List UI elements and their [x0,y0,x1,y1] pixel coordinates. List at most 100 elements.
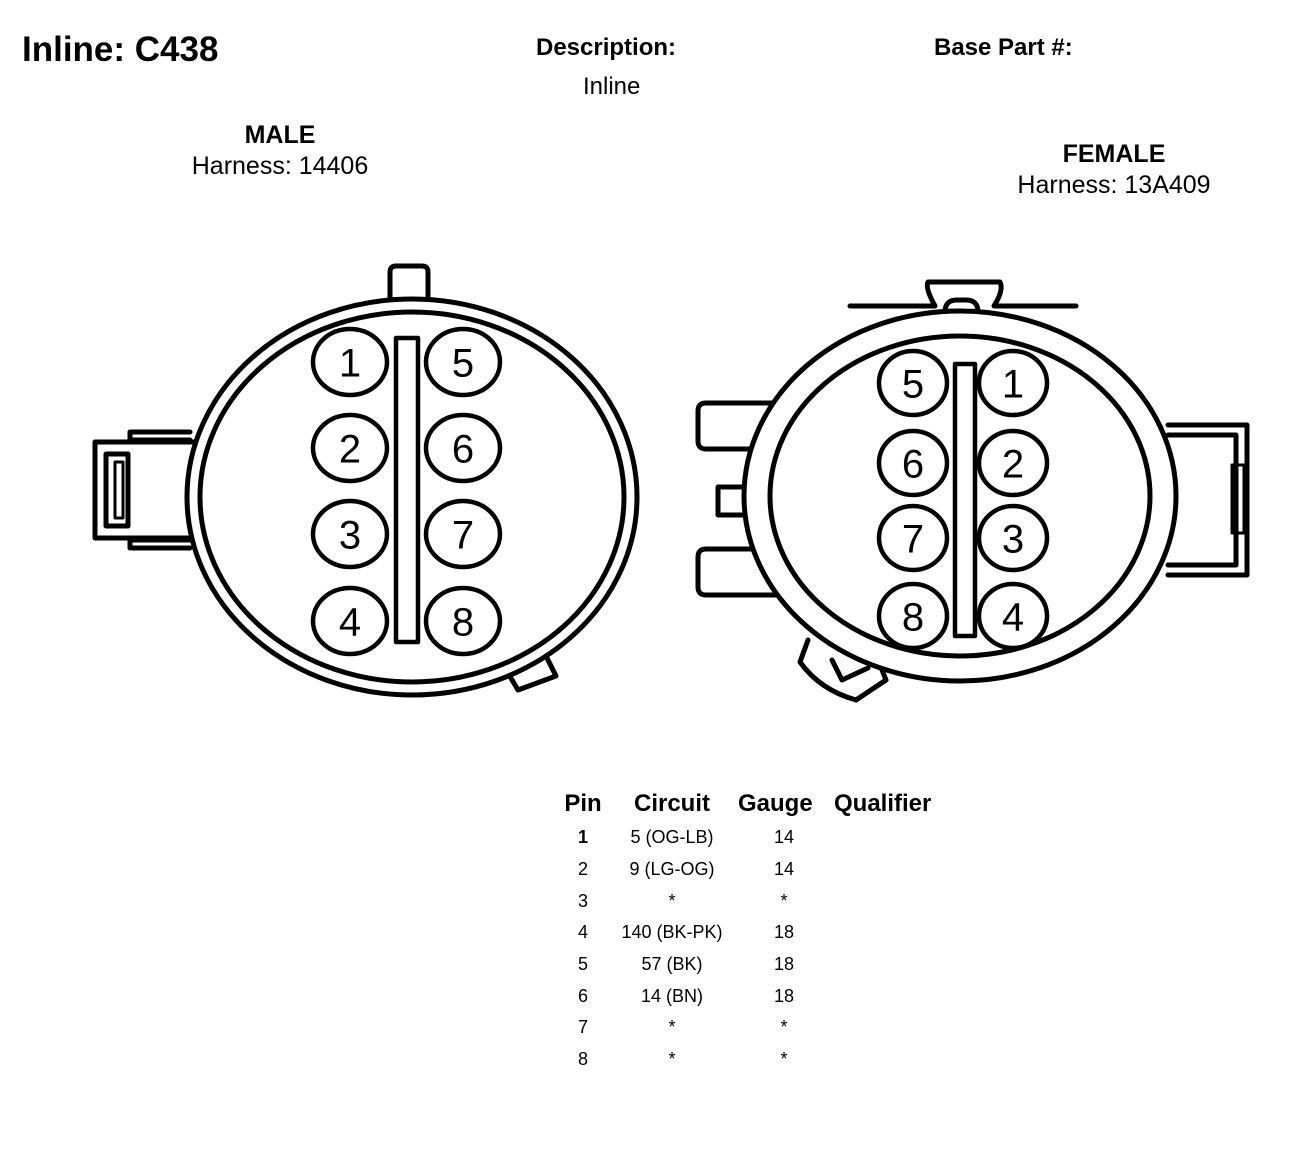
qualifier-header: Qualifier [834,790,932,817]
table-row: 5 57 (BK) 18 [556,949,954,981]
male-pin-number: 8 [452,600,474,644]
gauge-cell: 18 [773,922,795,943]
male-pin-cavity [423,326,503,398]
male-pin-number: 6 [452,427,474,471]
female-bottom-tab [797,637,889,703]
female-inner-shell [767,333,1153,659]
female-connector: 1 2 3 4 5 6 7 8 [695,279,1250,703]
qualifier-cell [834,917,954,949]
female-pin-cavities: 1 2 3 4 5 6 7 8 [876,348,1050,651]
connector-title: Inline: C438 [22,30,219,69]
female-pin-number: 1 [1002,362,1024,406]
qualifier-cell [834,949,954,981]
male-top-key [387,263,431,303]
male-pin-number: 3 [339,513,361,557]
gauge-cell: 14 [773,827,795,848]
female-bottom-tab-inner [829,657,871,683]
gauge-cell: * [780,1049,788,1070]
female-pin-cavity [876,348,950,418]
qualifier-cell [834,885,954,917]
table-row: 2 9 (LG-OG) 14 [556,854,954,886]
pin-cell: 5 [577,954,588,975]
description-label: Description: [536,34,677,61]
circuit-cell: 9 (LG-OG) [629,859,715,880]
circuit-cell: 5 (OG-LB) [630,827,714,848]
pin-cell: 4 [577,922,588,943]
table-row: 7 * * [556,1012,954,1044]
circuit-cell: * [668,1017,676,1038]
gauge-cell: 14 [773,859,795,880]
male-side-latch [92,429,197,551]
qualifier-cell [834,1012,954,1044]
gauge-header: Gauge [738,790,813,817]
male-inner-shell [197,309,627,685]
circuit-cell: * [668,1049,676,1070]
male-pin-number: 7 [452,513,474,557]
female-pin-number: 8 [902,595,924,639]
gauge-cell: * [780,1017,788,1038]
male-pin-cavity [310,585,390,657]
female-pin-cavity [976,348,1050,418]
circuit-cell: 57 (BK) [641,954,703,975]
female-pin-number: 4 [1002,595,1024,639]
pin-cell: 7 [577,1017,588,1038]
male-pin-cavity [310,412,390,484]
female-harness: Harness: 13A409 [1017,171,1211,199]
table-row: 4 140 (BK-PK) 18 [556,917,954,949]
pin-cell: 2 [577,859,588,880]
male-pin-cavity [423,585,503,657]
female-label: FEMALE [1062,140,1166,168]
qualifier-cell [834,980,954,1012]
male-pin-cavities: 1 2 3 4 5 6 7 8 [310,326,503,657]
table-row: 3** [556,885,954,917]
pin-cell: 6 [577,985,588,1006]
description-value: Inline [583,73,641,100]
male-pin-cavity [310,326,390,398]
male-pin-number: 2 [339,427,361,471]
male-pin-number: 4 [339,600,361,644]
female-top-key-inner [942,297,981,331]
pin-table: Pin Circuit Gauge Qualifier 1 5 (OG-LB) 14… [556,786,954,1076]
table-row: 8 * * [556,1044,954,1076]
qualifier-cell [834,854,954,886]
circuit-header: Circuit [633,790,710,817]
male-pin-cavity [423,498,503,570]
female-top-key [847,279,1079,309]
table-row: 1 5 (OG-LB) 14 [556,822,954,854]
male-pin-cavity [310,498,390,570]
circuit-cell: * [668,890,676,911]
male-label: MALE [244,121,316,149]
male-bottom-tab [502,645,559,693]
circuit-cell: 14 (BN) [640,985,703,1006]
female-pin-cavity [976,428,1050,498]
female-pin-cavity [876,581,950,651]
base-part-label: Base Part #: [934,34,1073,61]
female-left-ears [695,400,793,598]
male-pin-cavity [423,412,503,484]
female-pin-cavity [876,428,950,498]
female-pin-number: 6 [902,442,924,486]
female-pin-cavity [876,503,950,573]
pin-table-header-row: Pin Circuit Gauge Qualifier [556,786,954,822]
male-center-divider [393,335,421,645]
pin-header: Pin [564,790,602,817]
female-pin-cavity [976,503,1050,573]
male-pin-number: 1 [339,341,361,385]
female-pin-number: 7 [902,517,924,561]
female-right-latch [1165,422,1250,578]
female-pin-number: 3 [1002,517,1024,561]
circuit-cell: 140 (BK-PK) [621,922,723,943]
female-center-divider [952,361,978,639]
qualifier-cell [834,1044,954,1076]
female-pin-number: 5 [902,362,924,406]
qualifier-cell [834,822,954,854]
female-pin-number: 2 [1002,442,1024,486]
gauge-cell: 18 [773,954,795,975]
female-pin-cavity [976,581,1050,651]
male-connector: 1 2 3 4 5 6 7 8 [92,263,640,698]
male-pin-number: 5 [452,341,474,385]
male-outer-shell [184,296,640,698]
pin-cell: 1 [577,827,588,848]
pin-cell: 8 [577,1049,588,1070]
